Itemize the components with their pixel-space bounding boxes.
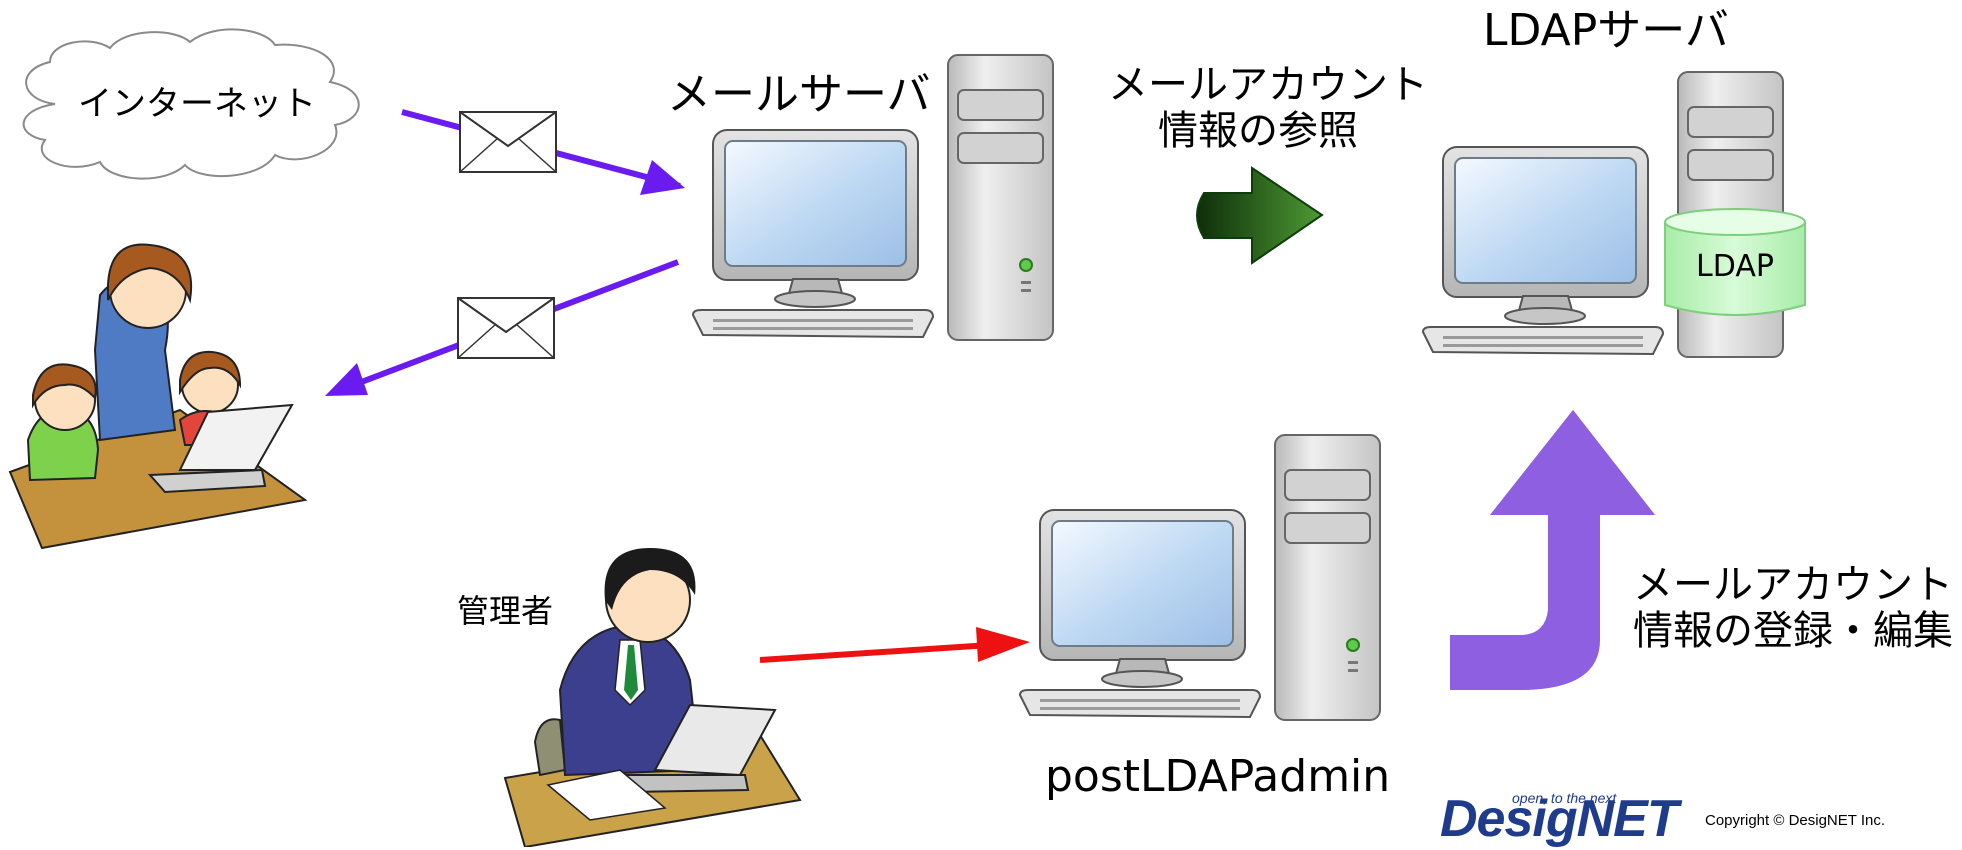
designet-logo: DesigNET [1440, 790, 1679, 848]
refer-caption: メールアカウント 情報の参照 [1108, 62, 1428, 154]
refer-caption-line1: メールアカウント [1108, 62, 1428, 108]
register-arrow-body [1450, 410, 1655, 690]
administrator-illustration [503, 548, 802, 847]
admin-label: 管理者 [457, 592, 554, 630]
postldapadmin-label: postLDAPadmin [1045, 751, 1391, 802]
mail-server-label: メールサーバ [667, 69, 931, 120]
refer-arrow [1196, 166, 1324, 265]
refer-caption-line2: 情報の参照 [1158, 108, 1358, 154]
admin-access-arrow [759, 642, 991, 663]
copyright-text: Copyright © DesigNET Inc. [1705, 812, 1886, 829]
envelope-icon [459, 111, 557, 173]
logo-tagline: open, to the next [1512, 790, 1617, 806]
ldap-server-label: LDAPサーバ [1483, 5, 1729, 56]
admin-access-arrowhead [976, 627, 1030, 662]
users-family-illustration [8, 243, 308, 550]
envelope-icon [457, 297, 555, 359]
ldap-db-label: LDAP [1696, 249, 1774, 284]
mail-outbound-arrowhead [325, 363, 368, 396]
internet-label: インターネット [78, 84, 316, 124]
register-caption-line2: 情報の登録・編集 [1633, 608, 1953, 654]
postldapadmin-computer [1019, 434, 1381, 721]
register-caption: メールアカウント 情報の登録・編集 [1628, 562, 1958, 654]
ldap-database-cylinder [1664, 208, 1806, 316]
mail-inbound-arrowhead [640, 160, 685, 195]
internet-cloud [22, 28, 360, 180]
register-caption-line1: メールアカウント [1633, 562, 1953, 608]
